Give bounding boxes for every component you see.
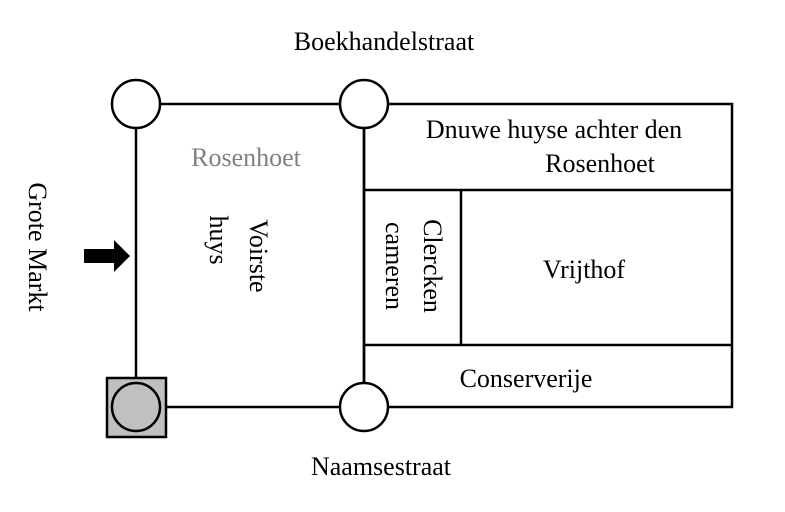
room-rosenhoet-label: Rosenhoet (191, 143, 302, 172)
room-voirste-line2: huys (204, 215, 233, 264)
room-dnuwe-line2: Rosenhoet (545, 149, 656, 178)
street-bottom-label: Naamsestraat (311, 452, 452, 481)
room-clercken-line1: Clercken (418, 219, 447, 313)
entrance-arrow-icon (84, 240, 130, 272)
corner-circle-icon (110, 78, 162, 130)
corner-circle-icon (338, 381, 390, 433)
rear-building-outline (362, 102, 734, 409)
street-top-label: Boekhandelstraat (294, 27, 475, 56)
highlighted-corner-circle-icon (110, 381, 162, 433)
room-conserverije-label: Conserverije (460, 364, 593, 393)
room-voirste-line1: Voirste (244, 219, 273, 292)
street-left-label: Grote Markt (23, 182, 52, 312)
room-vrijthof-label: Vrijthof (543, 255, 626, 284)
corner-circle-icon (338, 78, 390, 130)
room-dnuwe-line1: Dnuwe huyse achter den (426, 115, 682, 144)
room-clercken-line2: cameren (380, 222, 409, 310)
